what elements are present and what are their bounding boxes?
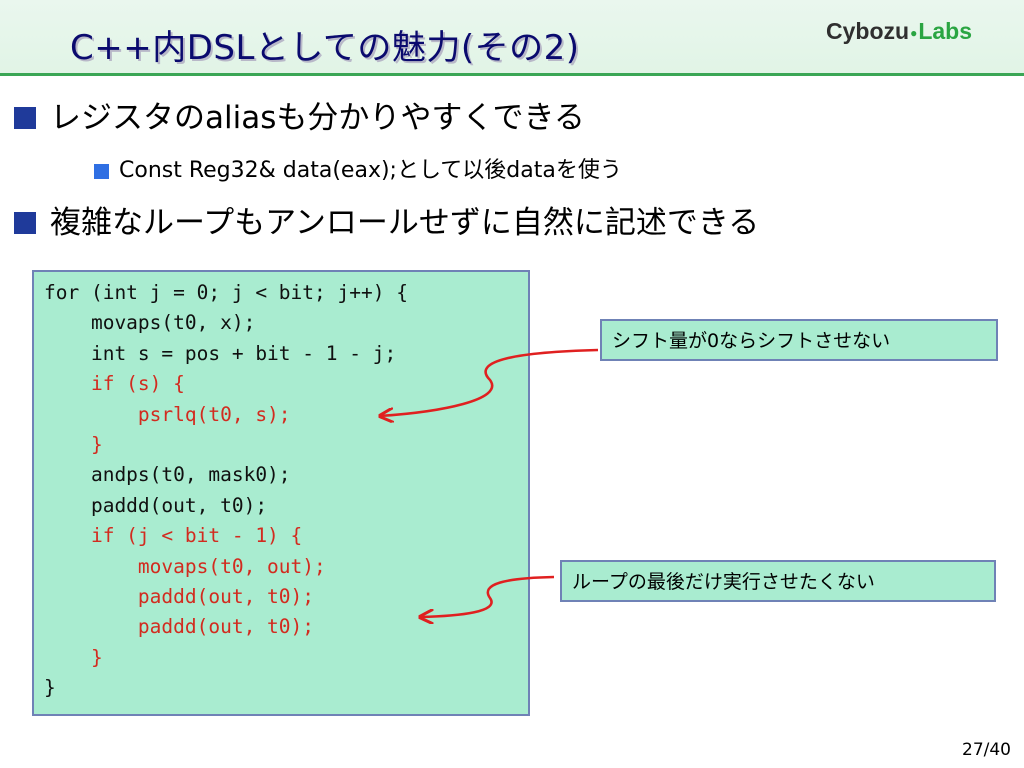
- slide-title: C++内DSLとしての魅力(その2): [70, 28, 580, 68]
- code-line: if (s) {: [44, 372, 185, 396]
- code-line: paddd(out, t0);: [44, 615, 315, 639]
- square-bullet-icon: [14, 107, 36, 129]
- logo-dot-icon: ●: [910, 26, 918, 40]
- bullet-complex-loop: 複雑なループもアンロールせずに自然に記述できる: [14, 203, 759, 243]
- code-line: andps(t0, mask0);: [44, 463, 291, 487]
- code-line: movaps(t0, out);: [44, 554, 326, 578]
- logo-text-labs: Labs: [918, 18, 972, 44]
- code-line: }: [44, 676, 56, 700]
- callout-loop-last: ループの最後だけ実行させたくない: [560, 560, 996, 602]
- code-line: }: [44, 645, 103, 669]
- code-line: for (int j = 0; j < bit; j++) {: [44, 281, 408, 304]
- code-line: paddd(out, t0);: [44, 585, 315, 608]
- sub-bullet-text: Const Reg32& data(eax);として以後dataを使う: [119, 158, 622, 183]
- code-line: int s = pos + bit - 1 - j;: [44, 341, 397, 365]
- bullet-register-alias: レジスタのaliasも分かりやすくできる: [14, 98, 585, 138]
- square-bullet-icon: [14, 212, 36, 234]
- code-line: if (j < bit - 1) {: [44, 524, 303, 548]
- page-number: 27/40: [962, 740, 1011, 760]
- code-block: for (int j = 0; j < bit; j++) { movaps(t…: [32, 270, 530, 716]
- code-line: }: [44, 433, 103, 456]
- bullet-text: 複雑なループもアンロールせずに自然に記述できる: [50, 205, 760, 241]
- code-line: movaps(t0, x);: [44, 311, 256, 335]
- sub-bullet-const-reg: Const Reg32& data(eax);として以後dataを使う: [94, 156, 622, 186]
- code-line: psrlq(t0, s);: [44, 402, 291, 426]
- callout-shift-zero: シフト量が0ならシフトさせない: [600, 319, 998, 361]
- logo-text-cybozu: Cybozu: [826, 18, 910, 44]
- code-line: paddd(out, t0);: [44, 493, 268, 517]
- callout-text: シフト量が0ならシフトさせない: [612, 330, 891, 352]
- slide-header: C++内DSLとしての魅力(その2) Cybozu●Labs: [0, 0, 1024, 76]
- cybozu-labs-logo: Cybozu●Labs: [826, 18, 972, 44]
- bullet-text: レジスタのaliasも分かりやすくできる: [50, 100, 585, 136]
- callout-text: ループの最後だけ実行させたくない: [572, 571, 875, 593]
- square-bullet-icon: [94, 163, 109, 179]
